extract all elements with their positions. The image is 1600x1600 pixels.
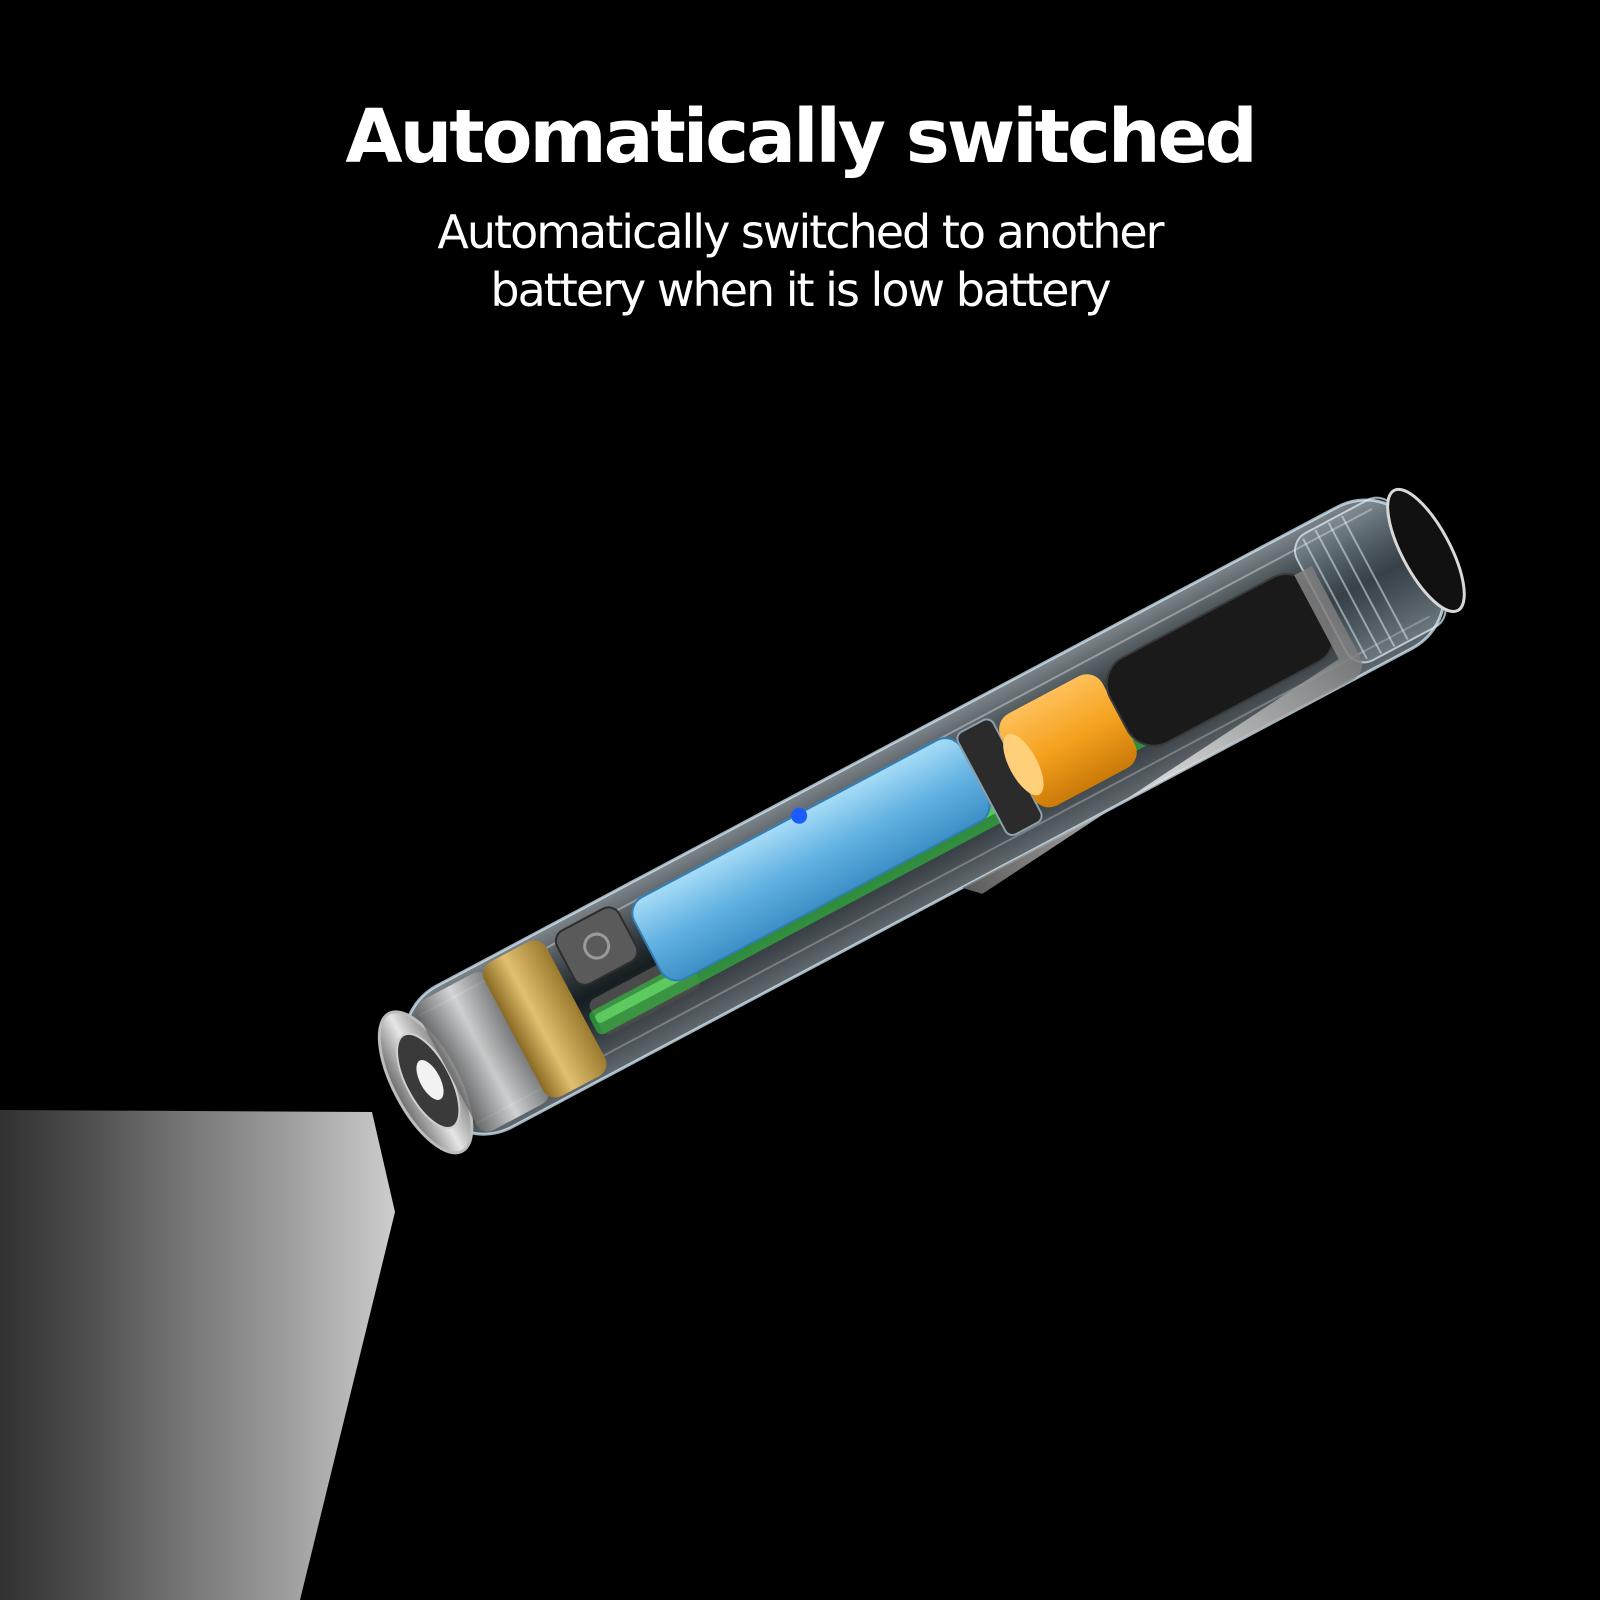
subheading-line-2: battery when it is low battery [490, 263, 1111, 317]
brass-ring [483, 940, 607, 1098]
light-beam [0, 1110, 395, 1600]
power-switch-icon [554, 906, 639, 986]
indicator-dot [791, 807, 808, 824]
subheading-line-1: Automatically switched to another [437, 205, 1164, 259]
flashlight-body [377, 487, 1466, 1155]
headline: Automatically switched [345, 94, 1257, 180]
pocket-clip [962, 565, 1363, 894]
led-icon [416, 1060, 444, 1100]
